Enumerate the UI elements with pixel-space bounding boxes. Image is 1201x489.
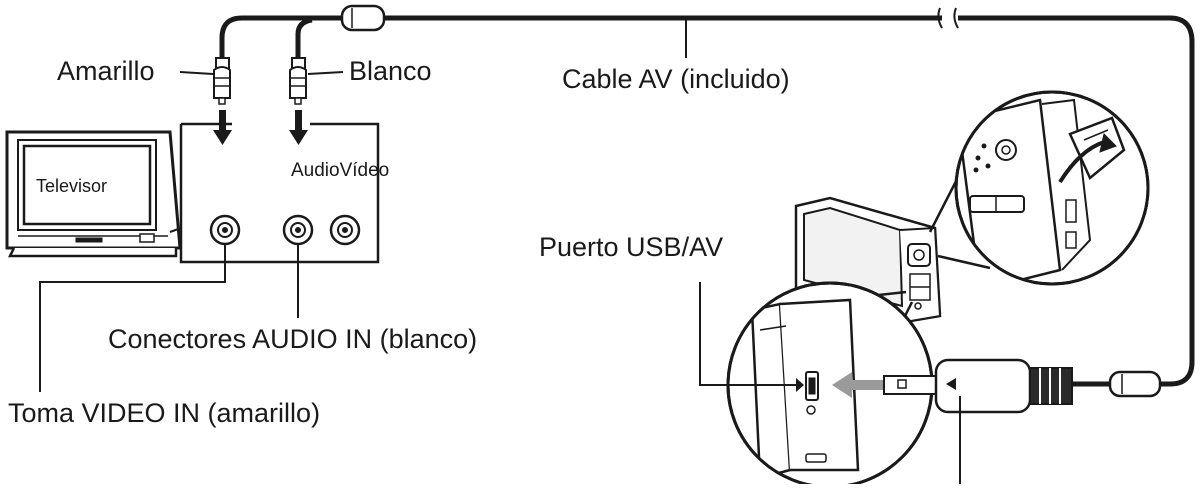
rca-jack-audio-right (329, 214, 361, 246)
rca-jack-audio-left (282, 214, 314, 246)
insert-arrow-white (289, 110, 308, 145)
ferrite-core (340, 4, 386, 32)
label-puerto-usb-av: Puerto USB/AV (539, 232, 724, 262)
video-in-leader (39, 245, 226, 392)
insert-arrow-yellow (213, 110, 232, 145)
label-blanco: Blanco (349, 56, 432, 86)
label-audio-video: AudioVídeo (291, 160, 390, 181)
cable-break-mark (937, 7, 959, 29)
rca-jack-video (209, 214, 241, 246)
zoom-detail-cover (954, 90, 1150, 286)
zoom-detail-port (726, 281, 934, 489)
label-conectores-audio: Conectores AUDIO IN (blanco) (108, 324, 478, 354)
label-toma-video: Toma VIDEO IN (amarillo) (8, 398, 321, 428)
ferrite-core (1108, 370, 1162, 398)
av-cable (219, 15, 1195, 387)
television (5, 130, 182, 258)
label-amarillo: Amarillo (57, 56, 155, 86)
insert-direction-arrow (832, 372, 886, 398)
usb-port-leader (699, 282, 796, 386)
label-televisor: Televisor (36, 176, 108, 196)
rca-plug-white (289, 57, 307, 105)
label-cable-av: Cable AV (incluido) (562, 64, 790, 94)
tv-input-panel (179, 122, 380, 264)
rca-plug-yellow (213, 57, 231, 105)
